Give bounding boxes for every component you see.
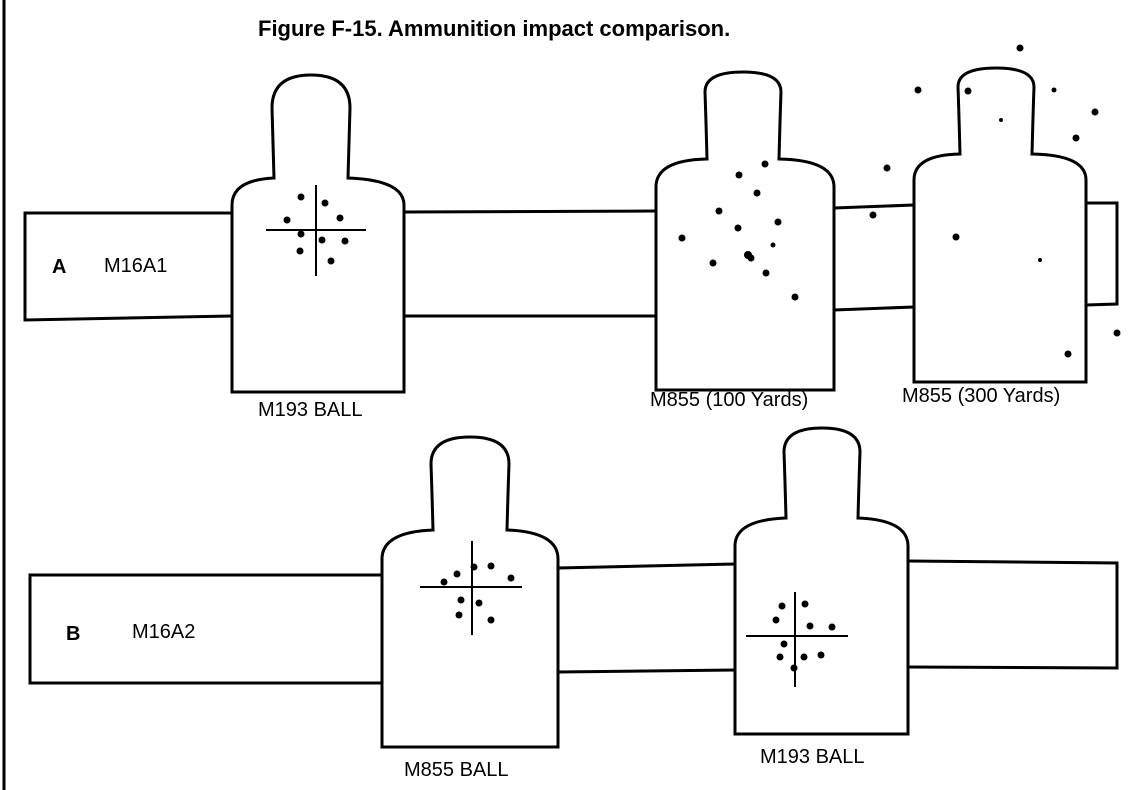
impact-group-a3	[870, 45, 1121, 358]
row-a-letter: A	[52, 257, 66, 277]
impact-group-a2	[679, 161, 799, 301]
target-caption-a3: M855 (300 Yards)	[902, 386, 1060, 406]
target-silhouette-b2	[735, 428, 908, 734]
figure-title: Figure F-15. Ammunition impact compariso…	[258, 18, 730, 40]
crosshair-a1	[266, 185, 366, 276]
target-caption-a1: M193 BALL	[258, 400, 363, 420]
target-caption-b1: M855 BALL	[404, 760, 509, 780]
target-silhouette-a3	[914, 68, 1086, 382]
target-silhouette-a2	[656, 72, 834, 390]
crosshair-b2	[746, 592, 848, 687]
crosshair-b1	[420, 541, 522, 635]
row-a-weapon-label: M16A1	[104, 256, 167, 276]
row-b-weapon-label: M16A2	[132, 622, 195, 642]
impact-group-b1	[441, 563, 515, 624]
target-caption-a2: M855 (100 Yards)	[650, 390, 808, 410]
row-b-letter: B	[66, 624, 80, 644]
target-silhouette-a1	[232, 75, 404, 392]
row-a-bar	[25, 203, 1117, 320]
target-caption-b2: M193 BALL	[760, 747, 865, 767]
target-silhouette-b1	[382, 437, 558, 747]
